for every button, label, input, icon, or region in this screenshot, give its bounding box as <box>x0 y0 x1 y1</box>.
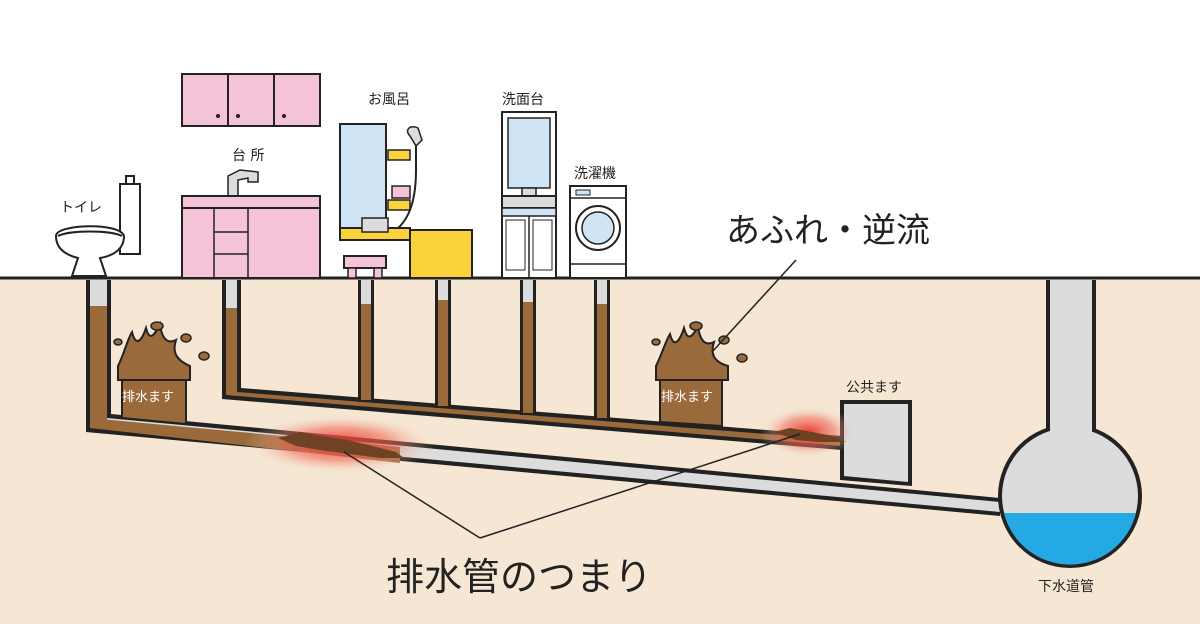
overflow-label: あふれ・逆流 <box>726 211 930 251</box>
bathroom <box>339 123 473 279</box>
main-pipe-interior <box>90 280 1000 512</box>
public-box <box>840 400 912 486</box>
clog-label: 排水管のつまり <box>386 555 652 599</box>
branch-pipe-interior <box>226 280 842 446</box>
sewer-label: 下水道管 <box>1038 579 1094 595</box>
clog-pointer-left <box>343 451 481 539</box>
drain-box-left: 排水ます <box>113 320 210 426</box>
clog-center <box>245 414 435 474</box>
drain-pipes <box>86 280 1142 568</box>
drain-box-right: 排水ます <box>651 321 748 428</box>
washer-label: 洗濯機 <box>574 166 616 182</box>
bath-label: お風呂 <box>368 92 410 108</box>
vertical-drops <box>90 280 610 420</box>
drain-box-right-label: 排水ます <box>661 390 713 405</box>
sewer-main <box>998 420 1142 568</box>
washbasin-label: 洗面台 <box>502 92 544 108</box>
washbasin <box>501 111 557 279</box>
kitchen-upper-cabinet <box>181 73 321 127</box>
overflow-pointer <box>711 259 797 353</box>
toilet <box>54 175 141 277</box>
clog-pointer-right <box>479 433 801 539</box>
kitchen-counter <box>181 169 321 279</box>
drain-box-left-label: 排水ます <box>122 390 174 405</box>
public-box-label: 公共ます <box>846 380 902 396</box>
washing-machine <box>569 185 627 279</box>
kitchen-label: 台 所 <box>232 148 264 164</box>
clog-right <box>760 406 856 458</box>
toilet-label: トイレ <box>60 200 102 216</box>
toilet-drop-sewage <box>90 306 107 428</box>
